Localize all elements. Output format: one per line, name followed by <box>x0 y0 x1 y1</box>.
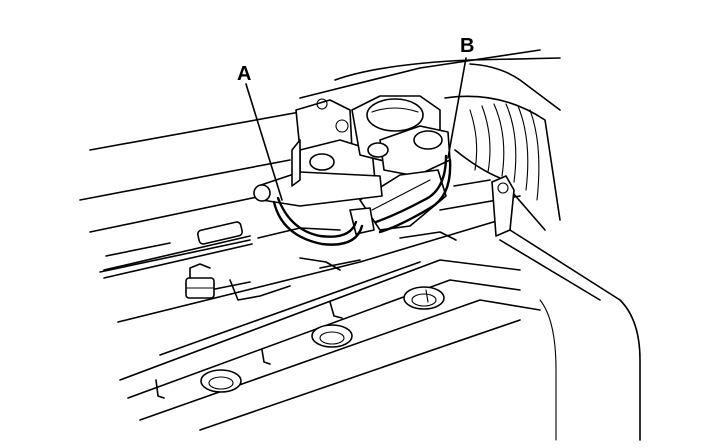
hose-a <box>272 196 364 246</box>
fender-panel <box>499 229 641 441</box>
spark-plug-well-1 <box>200 369 242 393</box>
spark-plug-well-3 <box>403 286 445 310</box>
callout-a-label: A <box>237 63 251 85</box>
callout-b-leader <box>447 57 467 159</box>
hose-b <box>374 154 452 234</box>
spark-plug-well-2 <box>311 324 353 348</box>
hood-outline <box>299 49 561 111</box>
callout-b-label: B <box>460 35 474 57</box>
cylinder-head-cover <box>119 231 541 431</box>
mounting-bracket <box>453 175 515 237</box>
fuel-rail <box>103 221 341 279</box>
throttle-body <box>253 95 451 235</box>
callout-a-leader <box>245 83 283 201</box>
sensor-connector <box>185 263 215 299</box>
engine-deck <box>79 111 521 323</box>
hose-clips <box>155 301 343 399</box>
